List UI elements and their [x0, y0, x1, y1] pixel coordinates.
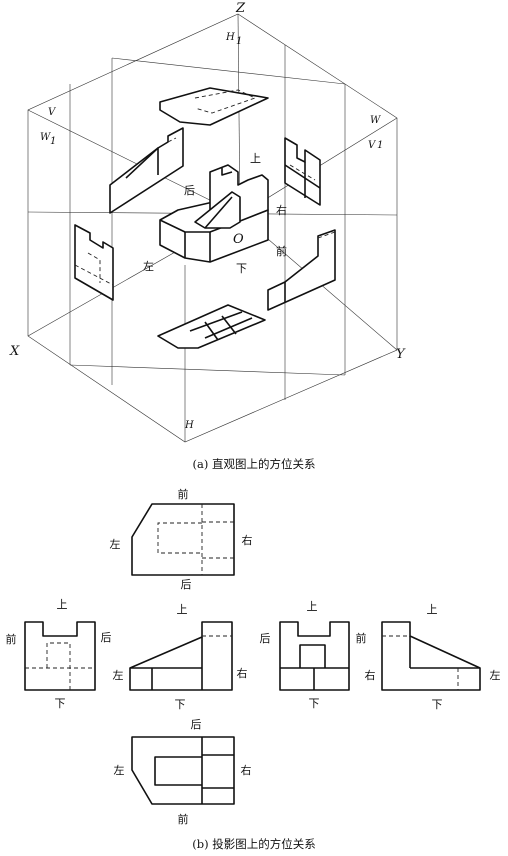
plane-v-label: V	[48, 107, 57, 118]
view-v-left: 左	[113, 669, 124, 682]
caption-b: (b) 投影图上的方位关系	[192, 837, 316, 851]
iso-bottom-label: 下	[236, 262, 247, 275]
view-w-top: 上	[57, 598, 68, 611]
plane-w1-sub: 1	[50, 136, 56, 147]
view-v-top: 上	[177, 603, 188, 616]
axis-z-label: Z	[235, 1, 246, 16]
view-v-right: 右	[237, 666, 248, 680]
view-v-bottom: 下	[175, 698, 186, 711]
guide-line	[27, 109, 241, 216]
view-w1-top: 上	[427, 603, 438, 616]
view-w-bottom: 下	[55, 697, 66, 710]
view-w-back: 后	[101, 631, 112, 644]
view-h1-back: 后	[191, 718, 202, 731]
guide-line	[111, 57, 346, 85]
plane-h-label: H	[184, 420, 194, 431]
plane-h1-label: H	[225, 32, 235, 43]
origin-label: O	[233, 232, 244, 247]
view-top-right: 右	[242, 533, 253, 547]
view-v1-front: 前	[356, 631, 367, 645]
projection-w	[74, 224, 114, 301]
view-w1-left: 左	[490, 669, 501, 682]
box-edge-z	[237, 13, 241, 216]
plane-v1-sub: 1	[377, 140, 383, 151]
view-w1	[381, 621, 481, 691]
plane-w-label: W	[370, 115, 381, 126]
view-w1-right: 右	[365, 668, 376, 682]
plane-h1-sub: 1	[236, 36, 242, 47]
view-v	[129, 621, 233, 691]
view-top-left: 左	[110, 538, 121, 551]
iso-left-label: 左	[143, 260, 154, 273]
projection-v	[267, 229, 336, 311]
iso-front-label: 前	[276, 244, 287, 258]
view-top-h1	[131, 503, 235, 576]
projection-v1	[284, 137, 321, 206]
view-v1-bottom: 下	[309, 697, 320, 710]
caption-a: (a) 直观图上的方位关系	[193, 457, 316, 471]
projection-w1	[109, 127, 184, 214]
iso-right-label: 右	[276, 203, 287, 217]
iso-top-label: 上	[250, 152, 261, 165]
view-top-front: 前	[178, 487, 189, 501]
plane-v1-label: V	[368, 140, 377, 151]
iso-back-label: 后	[184, 184, 195, 197]
view-top-back: 后	[181, 578, 192, 591]
view-h1-right: 右	[241, 763, 252, 777]
axis-y-label: Y	[396, 347, 406, 362]
view-v1-back: 后	[260, 632, 271, 645]
plane-w1-label: W	[40, 132, 51, 143]
view-w	[24, 621, 96, 691]
view-h1-left: 左	[114, 764, 125, 777]
view-w1-bottom: 下	[432, 698, 443, 711]
projection-h1	[159, 87, 269, 126]
guide-line	[69, 364, 346, 376]
view-v1	[279, 621, 350, 691]
axis-x-label: X	[9, 344, 20, 359]
view-h1	[131, 736, 235, 805]
view-v1-top: 上	[307, 600, 318, 613]
projection-h	[157, 304, 266, 349]
view-w-front: 前	[6, 632, 17, 646]
view-h1-front: 前	[178, 812, 189, 826]
central-object	[159, 164, 269, 263]
